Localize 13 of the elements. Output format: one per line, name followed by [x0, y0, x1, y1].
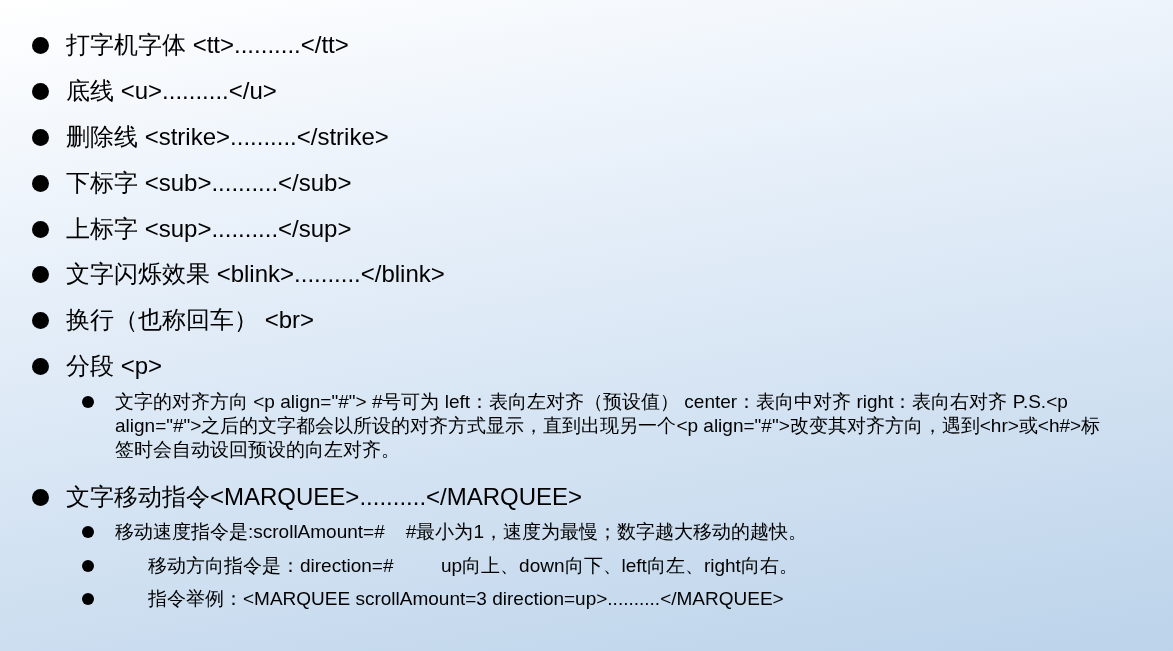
list-item: 文字移动指令<MARQUEE>..........</MARQUEE>: [66, 482, 583, 512]
list-item: 打字机字体 <tt>..........</tt>: [66, 30, 349, 60]
sub-list-item: 指令举例：<MARQUEE scrollAmount=3 direction=up>..........</MARQUEE>: [148, 587, 784, 611]
list-item: 分段 <p>: [66, 351, 163, 381]
sub-list-item: 文字的对齐方向 <p align="#"> #号可为 left：表向左对齐（预设值） center：表向中对齐 right：表向右对齐 P.S.<p align="#">之后的文字都会以所设的对齐方式显示，直到出现另一个<p align="#">改变其对齐方向，遇到<hr>或<h#>标签时会自动设回预设的向左对齐。: [115, 390, 1102, 462]
sub-list-item: 移动速度指令是:scrollAmount=# #最小为1，速度为最慢；数字越大移动的越快。: [115, 520, 807, 544]
sub-list-item: 移动方向指令是：direction=# up向上、down向下、left向左、right向右。: [148, 554, 798, 578]
list-item: 删除线 <strike>..........</strike>: [66, 122, 389, 152]
list-item: 底线 <u>..........</u>: [66, 76, 277, 106]
list-item: 文字闪烁效果 <blink>..........</blink>: [66, 259, 445, 289]
list-item: 上标字 <sup>..........</sup>: [66, 214, 352, 244]
list-item: 下标字 <sub>..........</sub>: [66, 168, 352, 198]
list-item: 换行（也称回车） <br>: [66, 305, 315, 335]
